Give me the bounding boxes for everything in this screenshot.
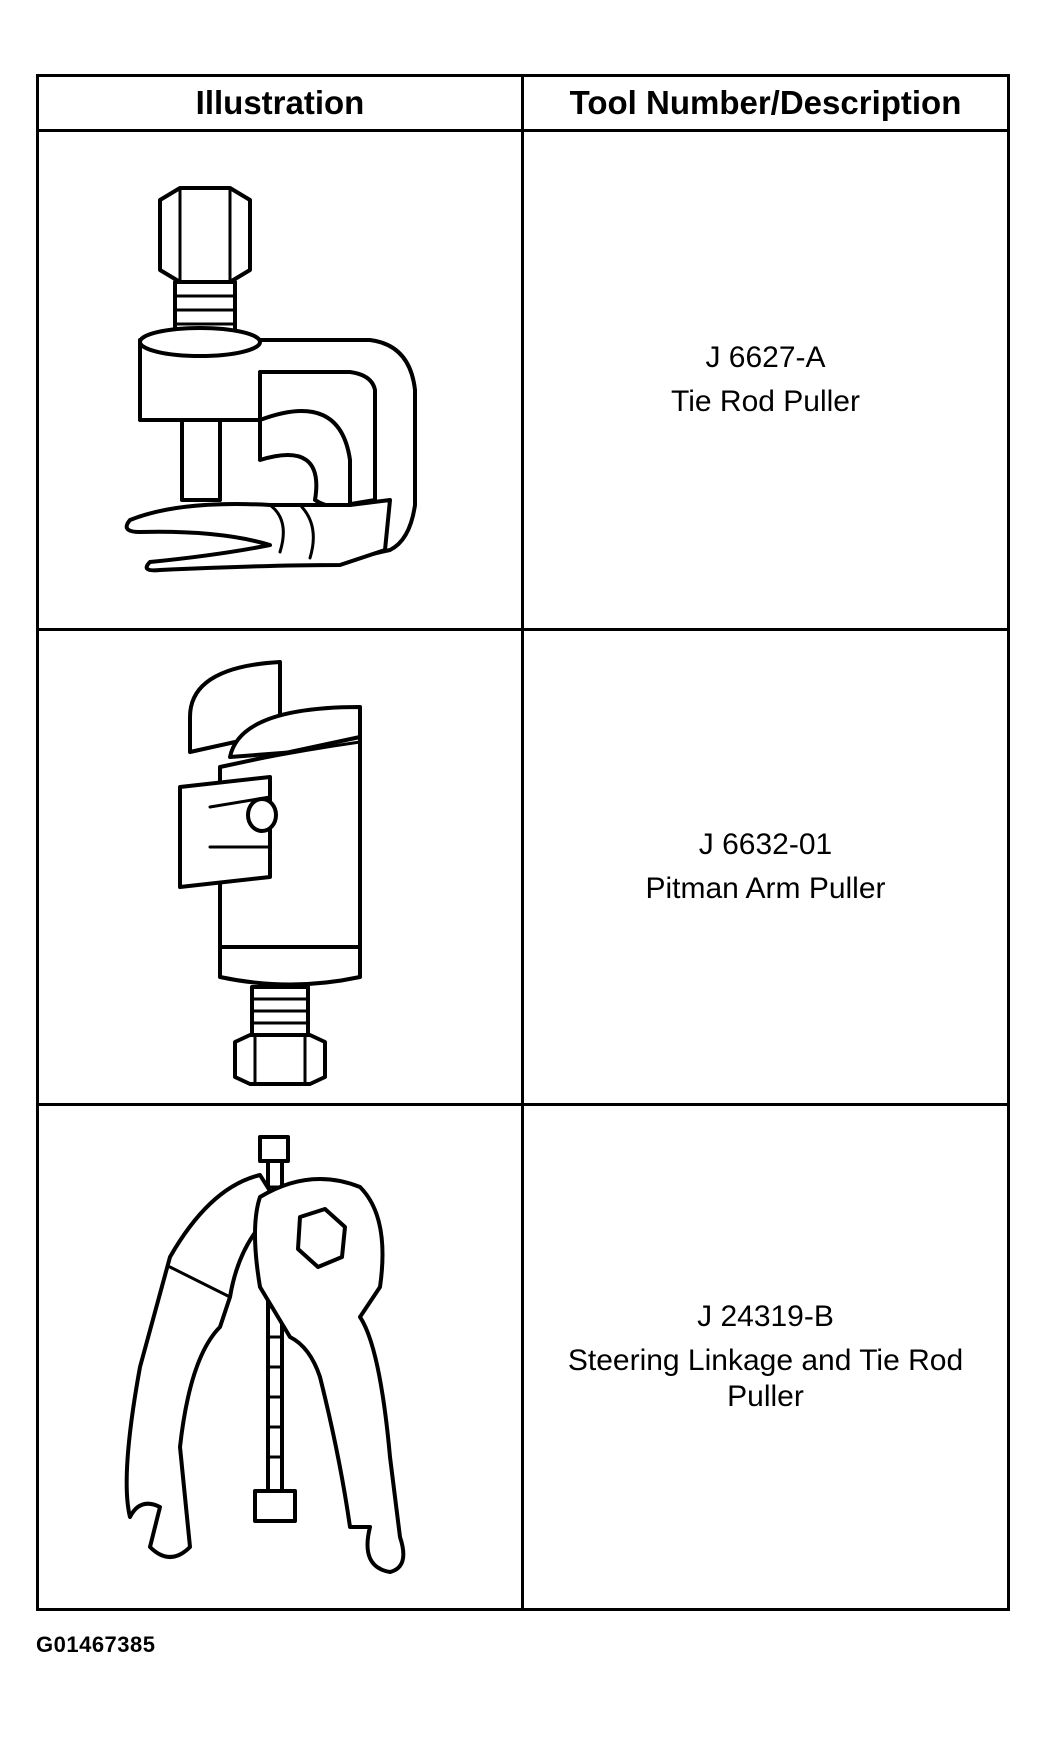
table-header-row: Illustration Tool Number/Description (36, 74, 1010, 132)
tool-table: Illustration Tool Number/Description (36, 74, 1010, 1611)
table-row: J 6627-A Tie Rod Puller (36, 129, 1010, 631)
illustration-cell (36, 129, 524, 631)
tie-rod-puller-illustration (124, 186, 417, 573)
figure-id: G01467385 (36, 1632, 156, 1657)
tool-number: J 24319-B (697, 1300, 834, 1333)
tool-description: Steering Linkage and Tie Rod Puller (567, 1344, 964, 1413)
illustration-cell (36, 628, 524, 1106)
pitman-arm-puller-illustration (178, 660, 362, 1086)
tool-description: Pitman Arm Puller (645, 872, 886, 905)
description-cell: J 6627-A Tie Rod Puller (521, 129, 1010, 631)
tool-number: J 6627-A (705, 341, 826, 374)
description-cell: J 6632-01 Pitman Arm Puller (521, 628, 1010, 1106)
tool-description: Tie Rod Puller (671, 385, 860, 418)
table-row: J 6632-01 Pitman Arm Puller (36, 628, 1010, 1106)
header-tool-number-description: Tool Number/Description (521, 74, 1010, 132)
steering-linkage-puller-illustration (124, 1135, 406, 1574)
header-illustration: Illustration (36, 74, 524, 132)
tool-number: J 6632-01 (698, 828, 833, 861)
illustration-cell (36, 1103, 524, 1611)
table-row: J 24319-B Steering Linkage and Tie Rod P… (36, 1103, 1010, 1611)
description-cell: J 24319-B Steering Linkage and Tie Rod P… (521, 1103, 1010, 1611)
